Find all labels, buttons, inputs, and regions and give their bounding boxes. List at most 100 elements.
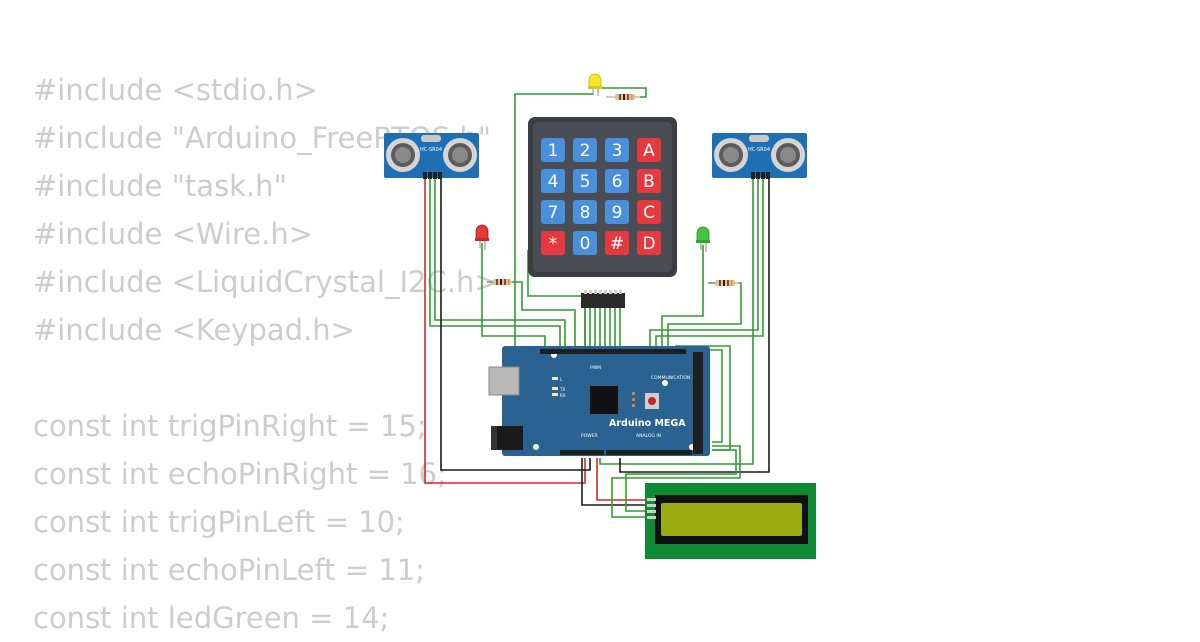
keypad-key-8: 8 xyxy=(573,200,597,224)
ultrasonic-sensor-left: HC-SR04 xyxy=(384,133,479,179)
led-red xyxy=(475,224,489,250)
keypad-key-9: 9 xyxy=(605,200,629,224)
keypad-key-label: 9 xyxy=(612,203,623,223)
keypad-key-d: D xyxy=(637,231,661,255)
wire-yellow-led xyxy=(514,93,593,352)
code-line: #include <stdio.h> xyxy=(33,73,318,107)
keypad-ribbon xyxy=(584,308,621,352)
header-power xyxy=(560,450,604,455)
code-background: #include <stdio.h>#include "Arduino_Free… xyxy=(33,66,499,642)
keypad-key-4: 4 xyxy=(541,169,565,193)
header-digital-top xyxy=(540,349,686,354)
keypad-key-label: 8 xyxy=(580,203,591,223)
wire-right-sensor-vcc xyxy=(599,178,754,465)
header-analog xyxy=(606,450,692,455)
led-yellow xyxy=(588,73,602,96)
keypad-key-star: * xyxy=(541,231,565,255)
keypad-key-label: # xyxy=(610,234,624,254)
wires xyxy=(424,87,770,518)
board-label-analog: ANALOG IN xyxy=(636,433,661,439)
code-line: const int echoPinLeft = 11; xyxy=(33,553,425,587)
keypad-key-6: 6 xyxy=(605,169,629,193)
microcontroller-chip xyxy=(590,386,618,414)
board-label-communication: COMMUNICATION xyxy=(651,375,690,381)
sensor-right-label: HC-SR04 xyxy=(748,147,770,153)
board-label-pwm: PWM xyxy=(590,365,601,371)
keypad-key-c: C xyxy=(637,200,661,224)
lcd-screen xyxy=(661,503,802,536)
keypad-key-label: 6 xyxy=(612,172,623,192)
wire-right-sensor-trig xyxy=(649,178,759,352)
keypad-key-label: A xyxy=(643,141,655,161)
wire-green-led xyxy=(661,245,704,352)
header-digital-right xyxy=(693,352,703,454)
keypad-key-a: A xyxy=(637,138,661,162)
board-leds xyxy=(552,377,558,396)
wire-green-resistor-out xyxy=(667,282,742,352)
board-label-power: POWER xyxy=(581,433,598,439)
code-line: const int trigPinRight = 15; xyxy=(33,409,427,443)
code-line: #include <Keypad.h> xyxy=(33,313,355,347)
board-name: Arduino MEGA xyxy=(609,418,686,429)
keypad-key-5: 5 xyxy=(573,169,597,193)
led-green xyxy=(696,226,710,252)
code-line: #include <Wire.h> xyxy=(33,217,314,251)
keypad-key-label: B xyxy=(643,172,655,192)
keypad-key-label: 4 xyxy=(548,172,559,192)
board-label-rx: RX xyxy=(560,393,566,398)
keypad-key-label: 3 xyxy=(612,141,623,161)
wire-yellow-resistor xyxy=(598,87,647,98)
keypad-key-label: 0 xyxy=(580,234,591,254)
keypad-key-label: C xyxy=(643,203,655,223)
wire-red-resistor-out xyxy=(512,281,576,352)
keypad-key-label: D xyxy=(642,234,655,254)
code-line: #include "task.h" xyxy=(33,169,287,203)
keypad-key-2: 2 xyxy=(573,138,597,162)
sensor-right-pins xyxy=(751,172,770,179)
sensor-left-crystal xyxy=(421,135,441,142)
wire-left-sensor-echo xyxy=(434,178,566,352)
keypad-key-7: 7 xyxy=(541,200,565,224)
keypad-key-label: * xyxy=(549,234,558,254)
keypad-key-hash: # xyxy=(605,231,629,255)
usb-port xyxy=(488,366,520,396)
wire-lcd-sda xyxy=(611,445,741,518)
keypad-connector-pins xyxy=(584,290,622,294)
keypad-key-label: 2 xyxy=(580,141,591,161)
board-label-l: L xyxy=(560,377,563,382)
wire-left-sensor-trig xyxy=(429,178,561,352)
code-line: const int ledGreen = 14; xyxy=(33,601,390,635)
wire-lcd-vcc xyxy=(596,458,647,501)
keypad-key-0: 0 xyxy=(573,231,597,255)
keypad-key-b: B xyxy=(637,169,661,193)
wire-red-led xyxy=(481,243,546,352)
sensor-left-label: HC-SR04 xyxy=(420,147,442,153)
wire-lcd-scl xyxy=(625,449,737,512)
keypad-key-1: 1 xyxy=(541,138,565,162)
resistor-green xyxy=(708,280,740,286)
wire-right-sensor-gnd xyxy=(619,178,770,473)
sensor-left-pins xyxy=(423,172,442,179)
keypad-key-label: 5 xyxy=(580,172,591,192)
board-hole-bl xyxy=(533,444,539,450)
lcd-pins xyxy=(647,498,656,519)
sensor-right-crystal xyxy=(749,135,769,142)
wire-left-sensor-gnd xyxy=(440,178,591,471)
resistor-red xyxy=(487,279,512,285)
keypad-key-label: 7 xyxy=(548,203,559,223)
arduino-mega-board: PWM COMMUNICATION L TX RX Arduino MEGA P… xyxy=(488,346,710,456)
wire-lcd-gnd xyxy=(581,458,647,506)
keypad-key-label: 1 xyxy=(548,141,559,161)
keypad-connector xyxy=(581,293,625,308)
board-label-tx: TX xyxy=(559,387,565,392)
ultrasonic-sensor-right: HC-SR04 xyxy=(712,133,807,179)
resistor-yellow xyxy=(606,94,640,100)
keypad-key-3: 3 xyxy=(605,138,629,162)
code-line: const int echoPinRight = 16; xyxy=(33,457,447,491)
lcd-display xyxy=(645,483,816,559)
wire-right-sensor-echo xyxy=(655,178,764,352)
code-line: const int trigPinLeft = 10; xyxy=(33,505,405,539)
